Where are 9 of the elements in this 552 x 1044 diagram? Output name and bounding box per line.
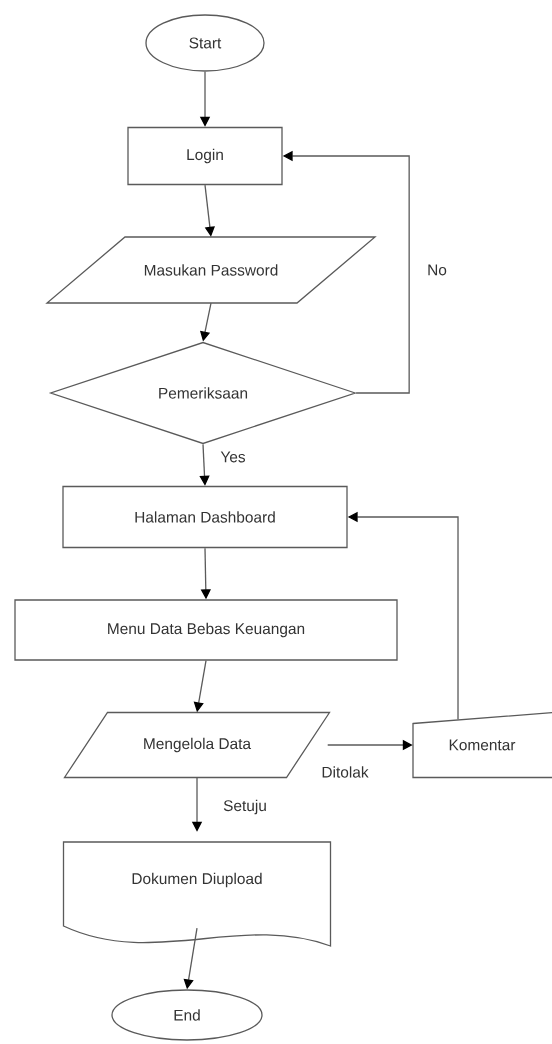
terminal-oval: Start: [145, 14, 265, 72]
edge-label: No: [426, 263, 448, 277]
edge-label: Yes: [219, 450, 247, 464]
edge-label: Setuju: [222, 798, 268, 816]
terminal-oval: End: [111, 989, 263, 1041]
process-box: Login: [127, 126, 283, 186]
process-box: Menu Data Bebas Keuangan: [14, 599, 398, 661]
process-box: Halaman Dashboard: [62, 485, 348, 549]
arrow: [199, 443, 210, 486]
